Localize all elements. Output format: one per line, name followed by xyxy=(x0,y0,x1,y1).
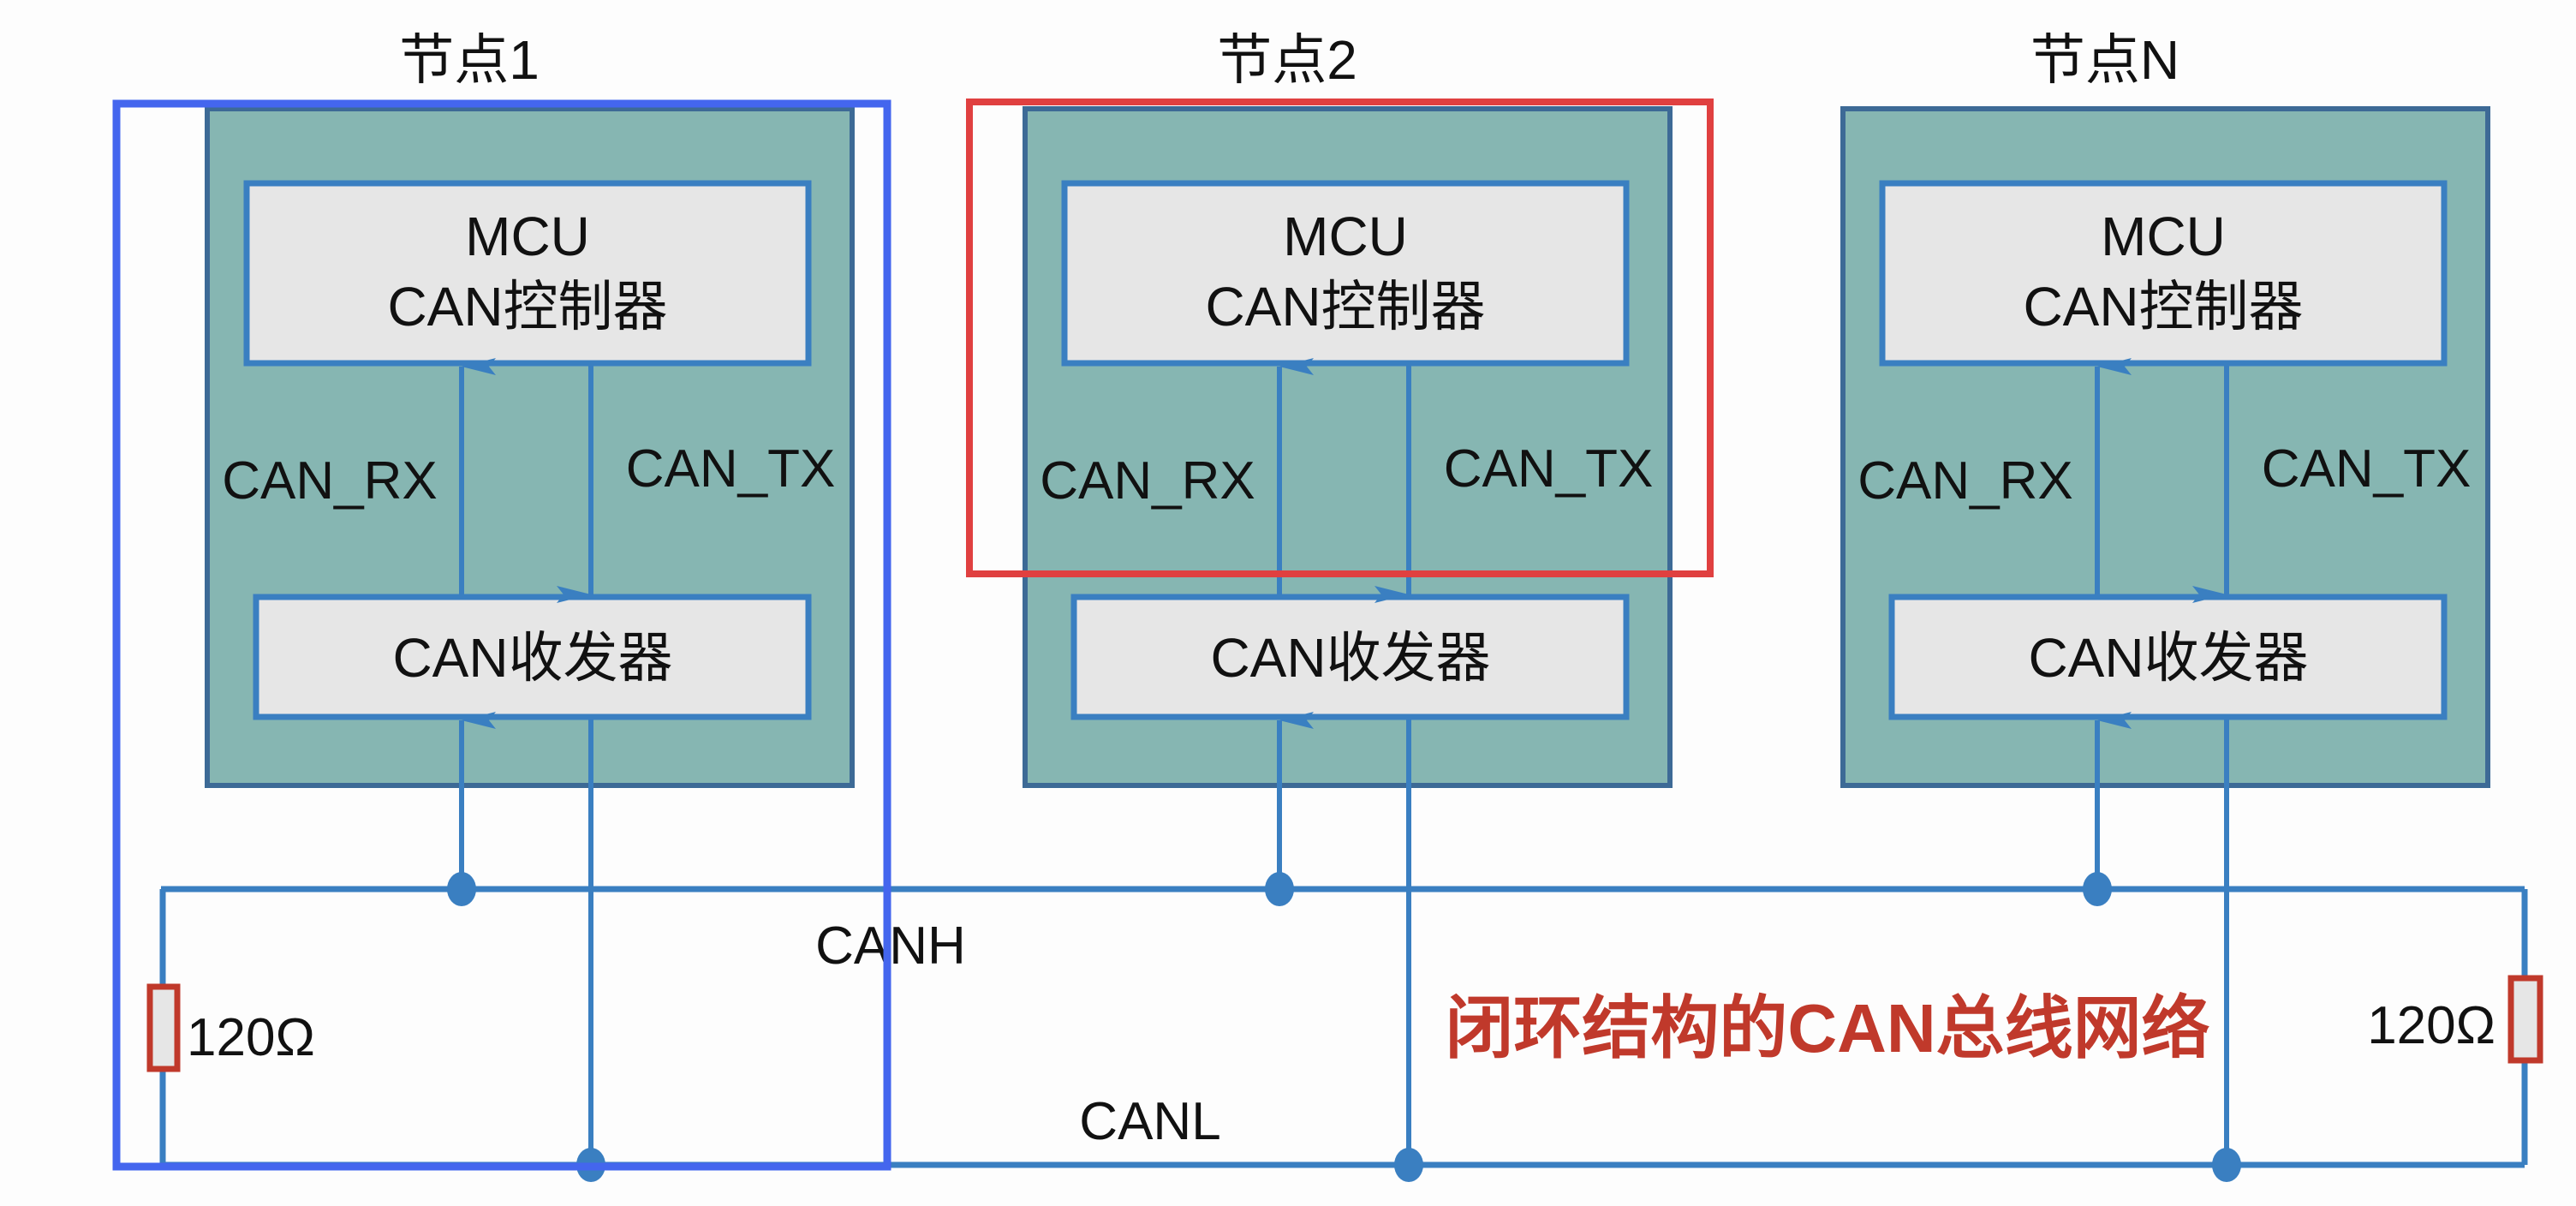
node2-red-highlight-frame xyxy=(966,99,1714,577)
left-resistor-label: 120Ω xyxy=(187,1008,315,1067)
mcu-can-controller-box xyxy=(1879,180,2448,367)
canh-junction-dot xyxy=(2083,872,2112,906)
mcu-can-controller-box xyxy=(243,180,812,367)
controller-label-line2: CAN控制器 xyxy=(387,276,667,337)
can-tx-label: CAN_TX xyxy=(626,439,836,499)
transceiver-label: CAN收发器 xyxy=(2028,627,2308,689)
node-title: 节点1 xyxy=(399,29,540,91)
canh-junction-dot xyxy=(447,872,476,906)
can-transceiver-box xyxy=(253,594,812,720)
can-rx-label: CAN_RX xyxy=(222,451,438,510)
can-tx-label: CAN_TX xyxy=(1444,439,1654,499)
transceiver-label: CAN收发器 xyxy=(1210,627,1490,689)
transceiver-label: CAN收发器 xyxy=(392,627,672,689)
can-transceiver-box xyxy=(1070,594,1630,720)
right-resistor-icon xyxy=(2507,975,2543,1064)
can-transceiver-box xyxy=(1888,594,2448,720)
canl-junction-dot xyxy=(1394,1148,1423,1182)
can-rx-label: CAN_RX xyxy=(1857,451,2073,510)
node1-blue-highlight-frame xyxy=(112,99,891,1171)
controller-label-line1: MCU xyxy=(2101,206,2226,267)
can-tx-label: CAN_TX xyxy=(2262,439,2472,499)
canl-label: CANL xyxy=(1079,1092,1220,1151)
right-resistor-label: 120Ω xyxy=(2367,996,2496,1055)
node-3: 节点N MCU CAN控制器 CAN收发器 CAN_RX CAN_TX xyxy=(1840,29,2490,1182)
canh-junction-dot xyxy=(1265,872,1294,906)
controller-label-line2: CAN控制器 xyxy=(2023,276,2303,337)
can-rx-label: CAN_RX xyxy=(1040,451,1255,510)
mcu-can-controller-box xyxy=(1061,180,1630,367)
controller-label-line2: CAN控制器 xyxy=(1205,276,1485,337)
left-resistor-icon xyxy=(146,983,181,1072)
diagram-title: 闭环结构的CAN总线网络 xyxy=(1445,990,2209,1066)
node-title: 节点2 xyxy=(1217,29,1357,91)
canl-junction-dot xyxy=(2212,1148,2241,1182)
controller-label-line1: MCU xyxy=(465,206,590,267)
node-title: 节点N xyxy=(2030,29,2179,91)
controller-label-line1: MCU xyxy=(1283,206,1408,267)
